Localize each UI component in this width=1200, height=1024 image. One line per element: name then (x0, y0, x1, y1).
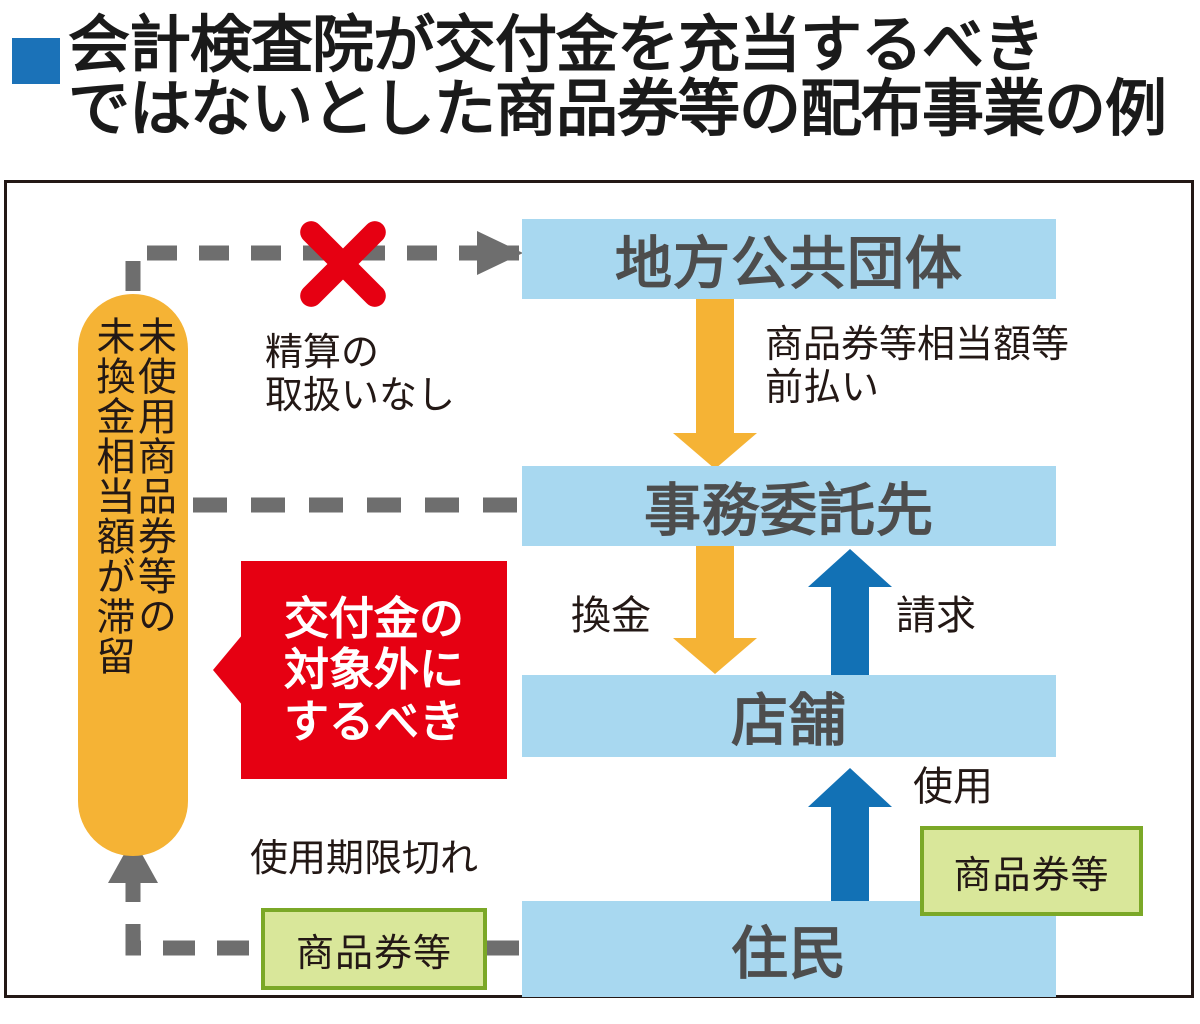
edge-redemption (673, 546, 757, 674)
square-bullet-icon (12, 38, 60, 84)
edge-prepayment (673, 299, 757, 469)
callout-should-be-excluded[interactable]: 交付金の 対象外に するべき (241, 561, 507, 779)
node-residents[interactable]: 住民 (522, 901, 1056, 997)
voucher-chip-used[interactable]: 商品券等 (920, 826, 1143, 916)
edge-use (808, 768, 892, 903)
connector-layer (108, 231, 892, 956)
edge-label-redemption: 換金 (571, 594, 651, 638)
edge-label-expired: 使用期限切れ (250, 838, 479, 880)
red-callout-pointer (213, 634, 243, 706)
page-title-block: 会計検査院が交付金を充当するべき ではないとした商品券等の配布事業の例 (0, 0, 1200, 172)
node-local-government[interactable]: 地方公共団体 (522, 219, 1056, 299)
page-title: 会計検査院が交付金を充当するべき ではないとした商品券等の配布事業の例 (68, 11, 1167, 144)
diagram-frame: 地方公共団体 事務委託先 店舗 住民 未使用商品券等の 未換金相当額が滞留 交付… (4, 180, 1194, 998)
edge-claim (808, 549, 892, 675)
capsule-label-left: 未換金相当額が滞留 (91, 316, 134, 676)
x-mark-icon (289, 210, 397, 318)
node-store[interactable]: 店舗 (522, 675, 1056, 757)
edge-label-use: 使用 (913, 765, 993, 809)
voucher-chip-expired[interactable]: 商品券等 (261, 908, 487, 990)
capsule-label-right: 未使用商品券等の (132, 316, 176, 636)
edge-label-prepayment: 商品券等相当額等 前払い (765, 324, 1070, 409)
node-outsourcing-contractor[interactable]: 事務委託先 (522, 466, 1056, 546)
edge-label-settlement: 精算の 取扱いなし (265, 332, 456, 417)
edge-label-claim: 請求 (896, 594, 976, 638)
node-unused-voucher-pool[interactable]: 未使用商品券等の 未換金相当額が滞留 (78, 294, 188, 856)
diagram-canvas: 地方公共団体 事務委託先 店舗 住民 未使用商品券等の 未換金相当額が滞留 交付… (7, 183, 1197, 1001)
